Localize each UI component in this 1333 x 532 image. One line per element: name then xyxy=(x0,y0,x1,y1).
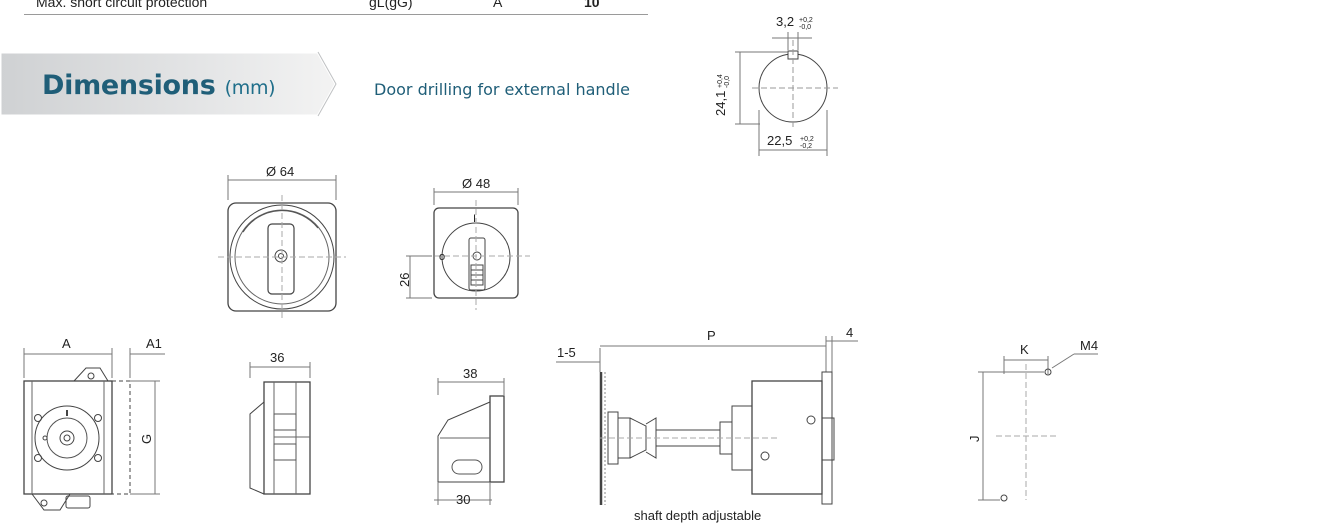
spec-unit: A xyxy=(493,0,503,10)
dim-door-width-tol-up: +0,2 xyxy=(799,17,813,24)
dim-A1: A1 xyxy=(146,336,162,351)
handle-48-drawing xyxy=(406,188,530,310)
dim-K: K xyxy=(1020,342,1029,357)
shaft-assembly-drawing xyxy=(556,336,858,505)
dim-P: P xyxy=(707,328,716,343)
dim-4: 4 xyxy=(846,325,853,340)
section-title-text: Dimensions xyxy=(42,70,216,101)
dim-door-dia: 22,5 xyxy=(767,133,792,148)
dim-1-5: 1-5 xyxy=(557,345,576,360)
spec-label: Max. short circuit protection xyxy=(36,0,208,10)
side-view-36-drawing xyxy=(249,362,311,495)
dim-J: J xyxy=(967,436,982,443)
dim-36: 36 xyxy=(270,350,284,365)
shaft-depth-caption: shaft depth adjustable xyxy=(634,508,761,523)
dim-A: A xyxy=(62,336,71,351)
dim-door-width-tol-down: -0,0 xyxy=(799,24,811,31)
handle-64-drawing xyxy=(218,175,346,318)
pos-on-label: I xyxy=(473,213,476,225)
dim-door-dia-tol-down: -0,2 xyxy=(800,143,812,150)
dim-door-height-tol-down: -0,0 xyxy=(724,76,731,88)
mounting-holes-drawing xyxy=(978,353,1098,502)
door-drilling-caption: Door drilling for external handle xyxy=(374,80,630,99)
dim-30: 30 xyxy=(456,492,470,507)
dim-handle-offset-26: 26 xyxy=(397,273,412,287)
pos-off-label: o xyxy=(439,251,445,263)
dim-M4: M4 xyxy=(1080,338,1098,353)
spec-type: gL(gG) xyxy=(369,0,413,10)
dim-38: 38 xyxy=(463,366,477,381)
dim-door-dia-tol-up: +0,2 xyxy=(800,136,814,143)
spec-value: 10 xyxy=(584,0,600,10)
section-banner xyxy=(0,50,338,118)
dim-handle-48: Ø 48 xyxy=(462,176,490,191)
dim-door-width: 3,2 xyxy=(776,14,794,29)
section-unit: (mm) xyxy=(224,77,276,99)
side-view-38-drawing xyxy=(434,378,505,505)
dim-door-height-tol-up: +0,4 xyxy=(717,74,724,88)
door-drilling-drawing xyxy=(735,32,838,156)
dim-handle-64: Ø 64 xyxy=(266,164,294,179)
dim-G: G xyxy=(139,434,154,444)
switch-body-drawing xyxy=(23,348,165,511)
section-title: Dimensions (mm) xyxy=(42,70,276,101)
spec-table-row: Max. short circuit protection gL(gG) A 1… xyxy=(24,0,648,15)
dim-door-height: 24,1 xyxy=(713,91,728,116)
